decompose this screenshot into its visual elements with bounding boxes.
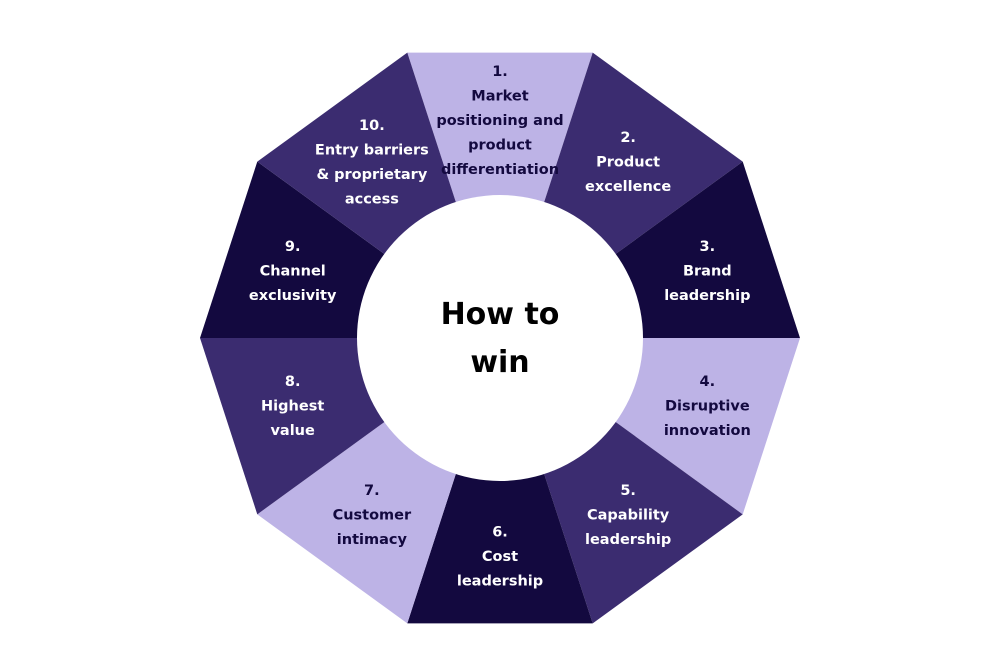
segment-10-line: Entry barriers	[315, 142, 429, 158]
segment-1-line: positioning and	[436, 113, 563, 129]
center-title: How to win	[441, 297, 560, 380]
segment-6-label: 6. Cost leadership	[457, 525, 543, 590]
labels-layer: 1. Market positioning and product differenti…	[249, 64, 751, 590]
segment-9-line: Channel	[260, 264, 326, 280]
segment-4-line: Disruptive	[665, 398, 750, 414]
segment-7-label: 7. Customer intimacy	[333, 483, 412, 548]
segment-10-number: 10.	[359, 118, 385, 134]
segment-5-line: leadership	[585, 532, 671, 548]
segment-2-line: Product	[596, 155, 660, 171]
segment-4-number: 4.	[700, 374, 716, 390]
segment-9-label: 9. Channel exclusivity	[249, 239, 337, 304]
segment-5-number: 5.	[620, 483, 636, 499]
segment-10-line: & proprietary	[316, 167, 427, 183]
center-circle	[357, 195, 643, 481]
segment-10-line: access	[345, 191, 399, 207]
segment-10-label: 10. Entry barriers & proprietary access	[315, 118, 429, 208]
segment-7-line: intimacy	[337, 532, 408, 548]
segment-3-line: Brand	[683, 264, 732, 280]
segment-5-label: 5. Capability leadership	[585, 483, 671, 548]
center-title-line: win	[470, 345, 529, 380]
segment-8-line: value	[270, 423, 315, 439]
segment-3-label: 3. Brand leadership	[664, 239, 750, 304]
segment-2-label: 2. Product excellence	[585, 130, 671, 195]
segment-1-label: 1. Market positioning and product differenti…	[436, 64, 563, 178]
segment-1-line: product	[468, 138, 532, 154]
segment-7-number: 7.	[364, 483, 380, 499]
segment-6-number: 6.	[492, 525, 508, 541]
segment-8-number: 8.	[285, 374, 301, 390]
segment-4-line: innovation	[664, 423, 751, 439]
center-title-line: How to	[441, 297, 560, 332]
segment-8-label: 8. Highest value	[261, 374, 324, 439]
segment-9-number: 9.	[285, 239, 301, 255]
segment-4-label: 4. Disruptive innovation	[664, 374, 751, 439]
segment-2-number: 2.	[620, 130, 636, 146]
segment-2-line: excellence	[585, 179, 671, 195]
segment-8-line: Highest	[261, 398, 324, 414]
segment-5-line: Capability	[587, 507, 670, 523]
segment-3-number: 3.	[700, 239, 716, 255]
segment-9-line: exclusivity	[249, 288, 337, 304]
segment-1-line: Market	[471, 89, 528, 105]
segment-6-line: leadership	[457, 574, 543, 590]
segment-6-line: Cost	[482, 549, 518, 565]
segment-1-number: 1.	[492, 64, 508, 80]
segment-3-line: leadership	[664, 288, 750, 304]
segment-1-line: differentiation	[441, 162, 559, 178]
segment-7-line: Customer	[333, 507, 412, 523]
